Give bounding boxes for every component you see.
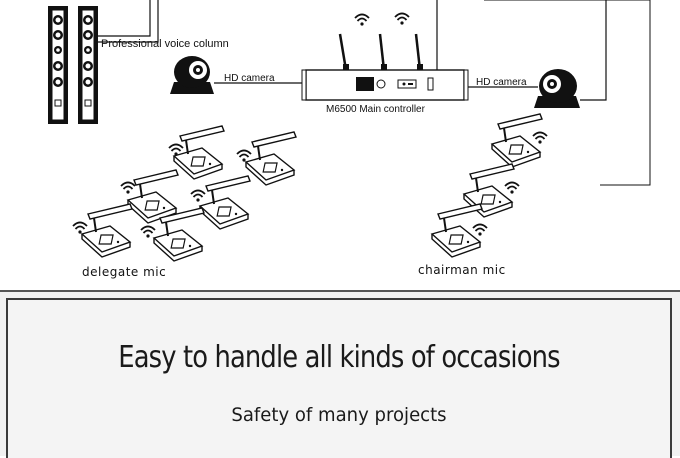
microphone-unit-icon <box>81 203 133 258</box>
microphone-unit-icon <box>199 175 251 230</box>
subline: Safety of many projects <box>231 404 447 426</box>
wifi-icon <box>472 223 488 237</box>
microphone-unit-icon <box>245 131 297 186</box>
microphone-unit-icon <box>431 203 483 258</box>
wifi-icon <box>140 225 156 239</box>
antenna-icon <box>338 33 423 71</box>
headline: Easy to handle all kinds of occasions <box>118 340 560 375</box>
main-controller-label: M6500 Main controller <box>326 104 426 115</box>
chairman-mic-label: chairman mic <box>418 263 506 277</box>
speaker-column-icon <box>48 6 68 124</box>
hd-camera-label-right: HD camera <box>476 77 527 88</box>
hd-camera-icon <box>534 69 580 108</box>
voice-column-label: Professional voice column <box>101 38 229 50</box>
speaker-column-icon <box>78 6 98 124</box>
wifi-icon <box>72 221 88 235</box>
main-controller <box>301 69 469 101</box>
slogan-panel: Easy to handle all kinds of occasions Sa… <box>6 298 672 458</box>
microphone-unit-icon <box>153 207 205 262</box>
microphone-unit-icon <box>173 125 225 180</box>
wifi-icon <box>354 13 370 27</box>
wifi-icon <box>504 181 520 195</box>
delegate-mic-label: delegate mic <box>82 265 166 279</box>
wifi-icon <box>532 131 548 145</box>
wifi-icon <box>190 189 206 203</box>
wifi-icon <box>236 149 252 163</box>
wifi-icon <box>120 181 136 195</box>
slogan-banner: Easy to handle all kinds of occasions Sa… <box>0 290 680 458</box>
hd-camera-icon <box>170 56 214 94</box>
hd-camera-label-left: HD camera <box>224 73 275 84</box>
wifi-icon <box>394 12 410 26</box>
system-diagram: Professional voice column HD camera M650… <box>48 0 651 279</box>
microphone-unit-icon <box>491 113 543 168</box>
